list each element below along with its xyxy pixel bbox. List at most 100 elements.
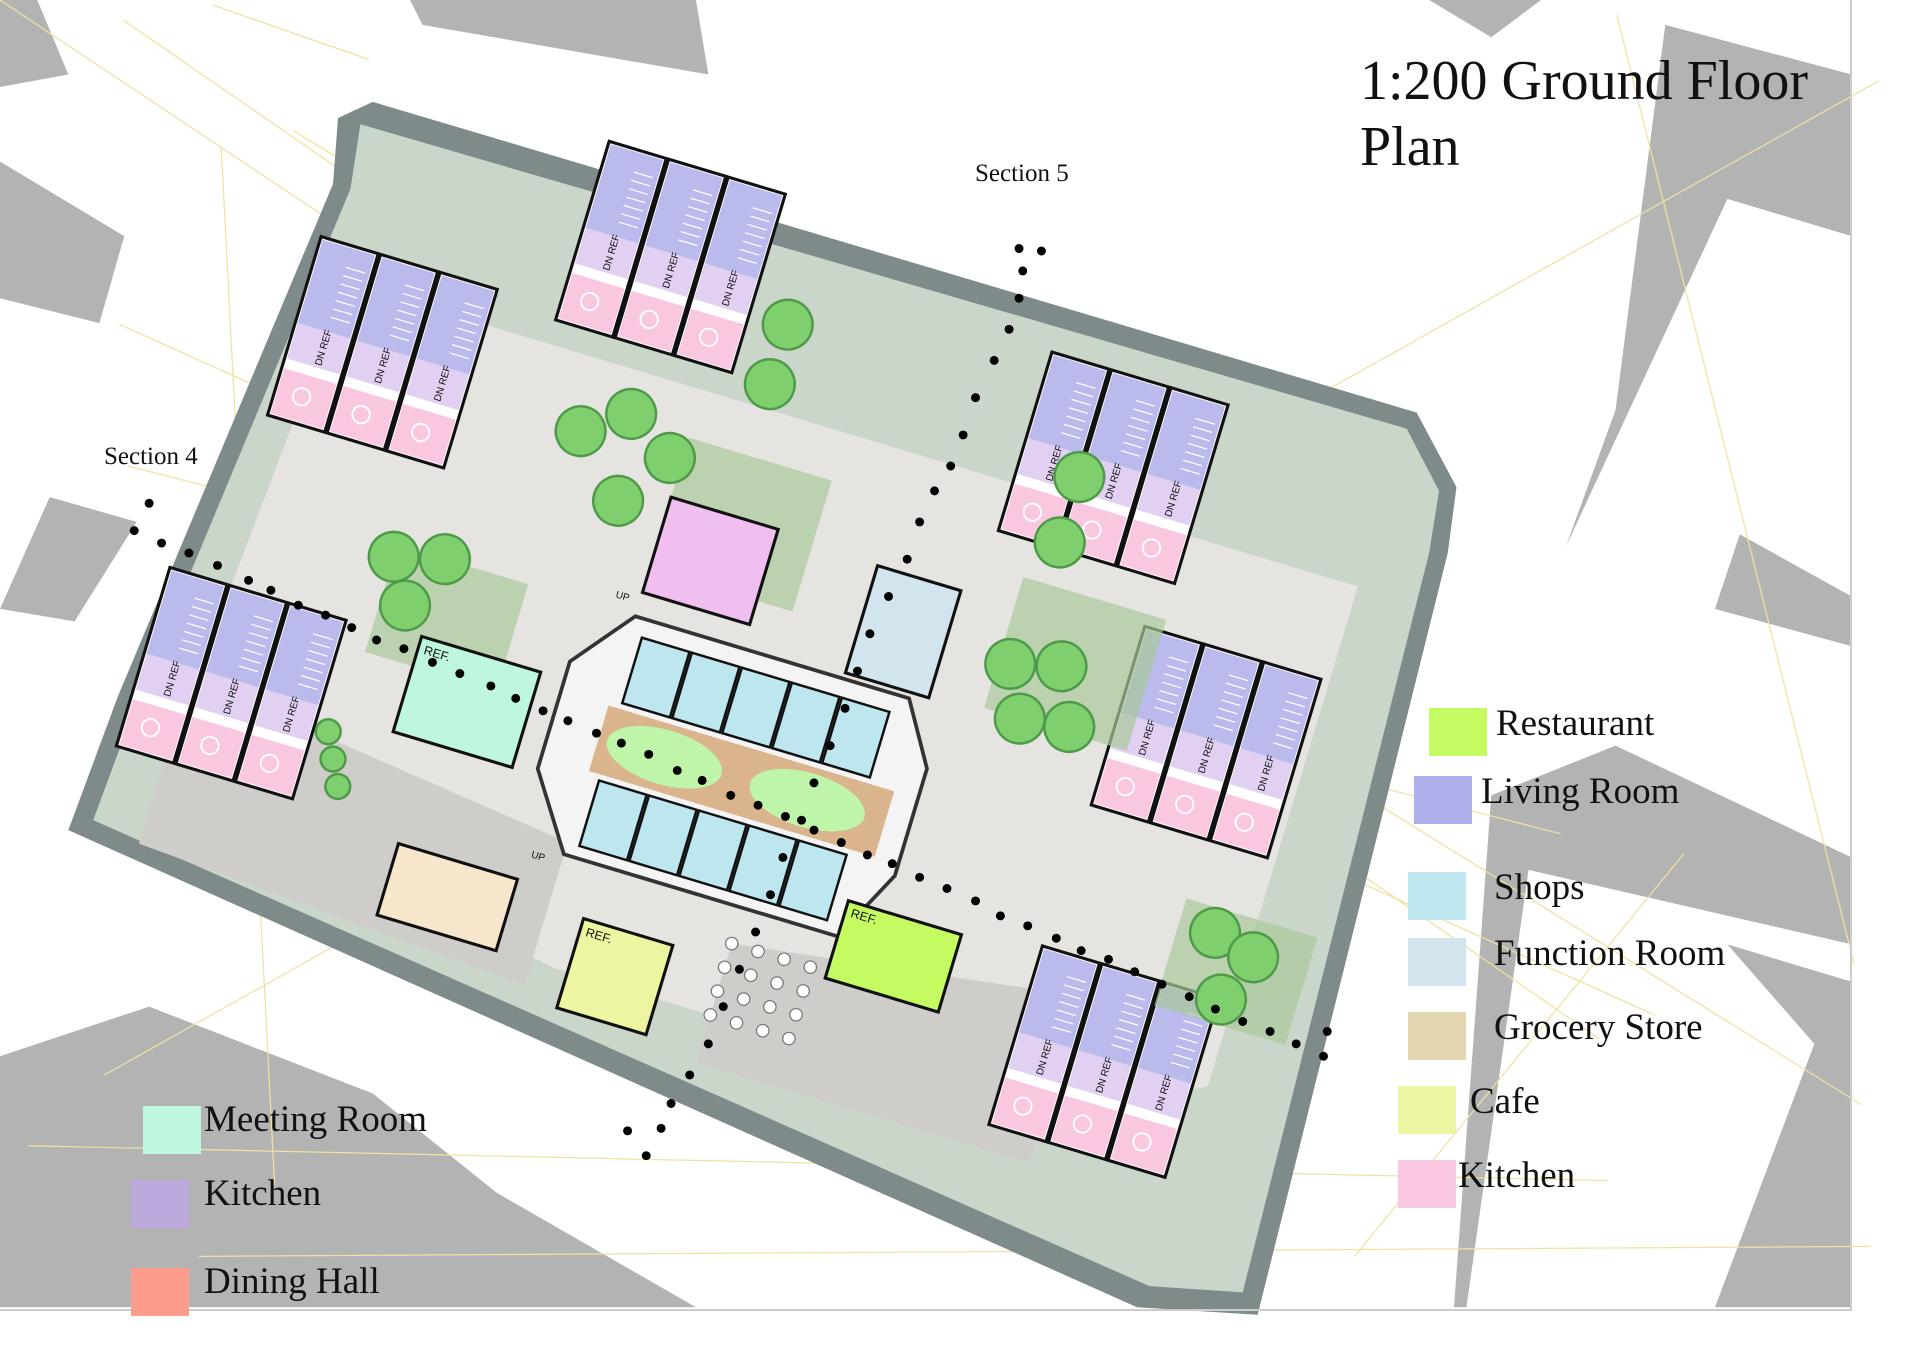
dining-table — [1022, 502, 1043, 522]
legend-label: Meeting Room — [204, 1099, 428, 1140]
stair-tread — [1288, 692, 1308, 700]
kitchen — [330, 386, 397, 447]
neighbour-building — [0, 497, 137, 622]
living-room — [406, 358, 470, 411]
section-line-dot — [915, 872, 925, 882]
dining-table — [1175, 794, 1195, 815]
tree — [1227, 931, 1280, 984]
outdoor-table — [796, 984, 811, 998]
section-line-dot — [942, 884, 952, 893]
living-room — [254, 689, 319, 741]
stair-tread — [1068, 407, 1089, 415]
section-line-dot — [809, 778, 819, 788]
living-room — [1170, 730, 1234, 783]
stair-tread — [392, 326, 412, 334]
residential-unit: DN REF — [173, 583, 289, 783]
kitchen — [991, 1077, 1058, 1139]
stair-tread — [253, 615, 274, 623]
legend-label: Function Room — [1494, 933, 1726, 974]
kitchen — [677, 308, 744, 370]
living-room — [1147, 390, 1226, 490]
section-line-dot — [1036, 246, 1046, 256]
tree — [554, 405, 607, 458]
living-room — [346, 340, 410, 393]
neighbour-building — [410, 0, 709, 75]
stair-tread — [1221, 699, 1241, 707]
stair-tread — [1180, 467, 1200, 475]
section-line-dot — [971, 393, 981, 403]
section-line-dot — [751, 927, 761, 937]
section-lines — [129, 244, 1332, 1161]
section-line-dot — [399, 644, 409, 654]
section-line-dot — [1023, 921, 1033, 931]
stair-tread — [1192, 426, 1213, 434]
stair-tread — [678, 239, 698, 247]
stair-tread — [1133, 408, 1153, 416]
section-line-dot — [244, 575, 254, 585]
shop — [620, 636, 692, 719]
stair-tread — [1161, 681, 1182, 689]
stair-tread — [1128, 424, 1148, 432]
dining-table — [140, 718, 161, 738]
kitchen — [1120, 519, 1187, 581]
up-tag: UP — [530, 850, 547, 865]
living-room — [575, 227, 639, 280]
legend-swatch — [143, 1106, 201, 1154]
shop — [820, 696, 892, 779]
stair-tread — [1126, 993, 1146, 1001]
stair-tread — [1187, 442, 1208, 450]
neighbour-building — [0, 0, 69, 87]
section-line-dot — [753, 800, 763, 810]
living-room — [357, 257, 435, 357]
stair-tread — [308, 649, 328, 657]
contour-line — [1616, 14, 1855, 965]
section-4-label: Section 4 — [104, 443, 198, 470]
outdoor-table — [755, 1023, 770, 1038]
tree — [743, 358, 796, 411]
stair-tread — [1054, 1017, 1074, 1025]
dining-hall — [375, 841, 520, 953]
section-line-dot — [946, 461, 956, 471]
stair-tread — [1066, 415, 1086, 423]
legend-label: Dining Hall — [204, 1261, 380, 1302]
stair-tread — [298, 683, 318, 691]
stair-tread — [310, 641, 331, 649]
stair-tread — [1123, 441, 1143, 449]
stair-tread — [1228, 674, 1249, 682]
stair-tread — [1213, 724, 1234, 732]
stair-tread — [243, 648, 264, 656]
legend-label: Shops — [1494, 867, 1585, 908]
stair-tread — [194, 597, 214, 605]
residential-unit: DN REF — [114, 565, 230, 766]
residential-unit: DN REF — [1105, 979, 1221, 1180]
dining-table — [1234, 812, 1254, 832]
stair-tread — [1273, 742, 1293, 750]
stair-tread — [305, 658, 326, 666]
living-room — [704, 180, 783, 280]
residential-unit: DN REF — [553, 139, 669, 339]
living-room — [297, 239, 376, 339]
stair-tread — [688, 205, 708, 213]
living-room — [287, 322, 351, 375]
stair-tread — [626, 196, 646, 204]
section-line-dot — [1291, 1039, 1301, 1049]
neighbour-building — [1714, 944, 1852, 1308]
tree — [1035, 640, 1088, 693]
tree — [1033, 516, 1086, 569]
stair-tread — [340, 283, 360, 291]
tree — [984, 637, 1037, 690]
stair-tread — [1180, 1028, 1201, 1036]
outdoor-table — [803, 960, 818, 974]
section-line-dot — [1322, 1026, 1332, 1036]
section-line-dot — [718, 1002, 728, 1012]
section-line-dot — [778, 852, 788, 862]
stair-tread — [402, 292, 422, 300]
shop — [677, 808, 749, 892]
kitchen — [1110, 1113, 1177, 1175]
section-line-dot — [641, 1151, 651, 1161]
stair-tread — [1059, 1001, 1079, 1008]
stair-tread — [750, 215, 770, 223]
